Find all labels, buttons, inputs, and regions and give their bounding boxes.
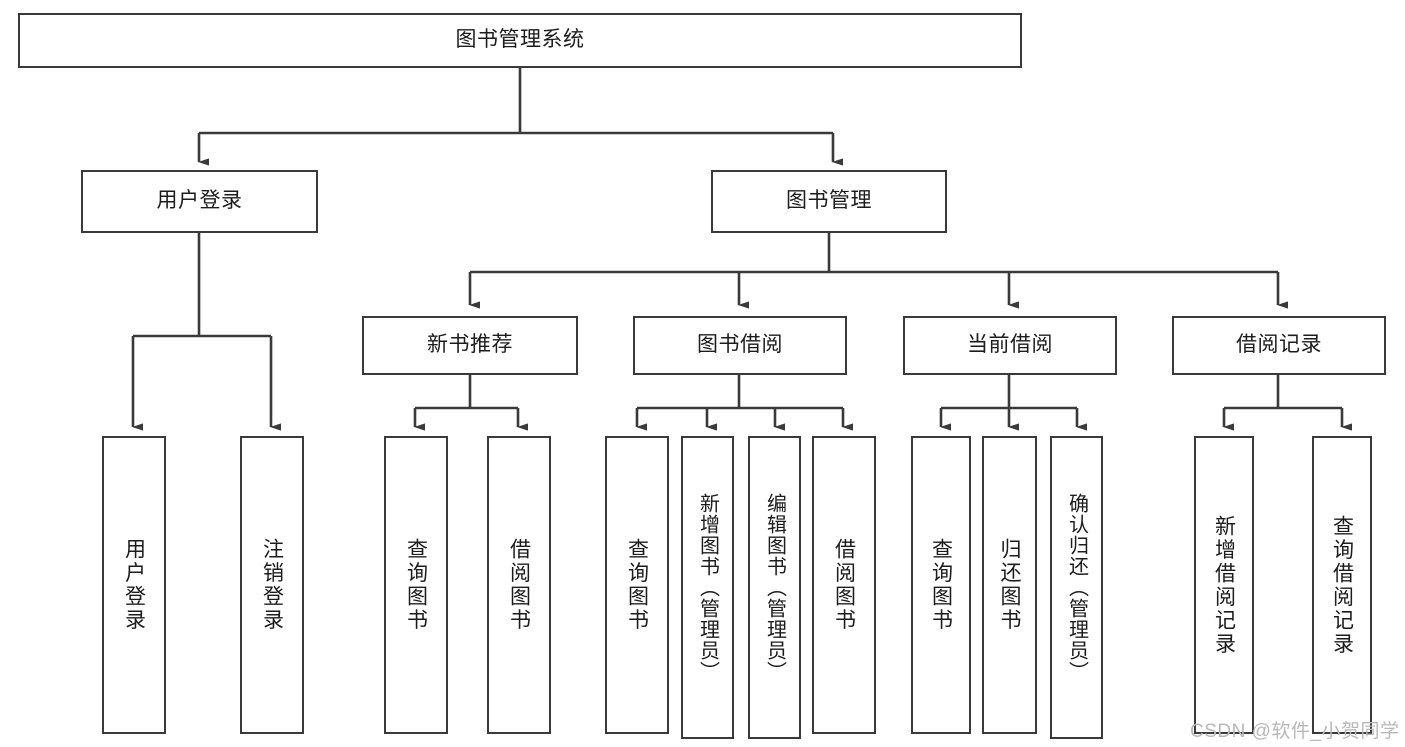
node-label: 新增图书（管理员）	[696, 493, 719, 682]
node-label: 图书管理系统	[455, 28, 585, 52]
node-new-book-recommendation[interactable]: 新书推荐	[362, 316, 578, 375]
node-leaf-confirm-return-admin[interactable]: 确认归还（管理员）	[1050, 436, 1103, 739]
node-label: 用户登录	[156, 189, 243, 213]
node-label: 查询图书	[929, 538, 953, 632]
node-label: 查询借阅记录	[1330, 514, 1354, 656]
node-label: 图书管理	[786, 189, 872, 213]
node-user-login[interactable]: 用户登录	[81, 170, 318, 233]
node-label: 归还图书	[998, 538, 1022, 632]
node-book-borrowing[interactable]: 图书借阅	[633, 316, 847, 375]
node-label: 借阅记录	[1236, 333, 1322, 357]
node-label: 确认归还（管理员）	[1065, 493, 1088, 682]
node-leaf-user-login[interactable]: 用户登录	[102, 436, 166, 734]
node-leaf-add-borrow-record[interactable]: 新增借阅记录	[1194, 436, 1254, 734]
node-label: 新增借阅记录	[1212, 514, 1236, 656]
node-label: 查询图书	[625, 538, 649, 632]
node-leaf-edit-book-admin[interactable]: 编辑图书（管理员）	[748, 436, 801, 739]
node-label: 借阅图书	[832, 538, 856, 632]
node-borrowing-records[interactable]: 借阅记录	[1172, 316, 1386, 375]
node-label: 查询图书	[404, 538, 428, 632]
node-label: 新书推荐	[427, 333, 513, 357]
node-leaf-return-book[interactable]: 归还图书	[982, 436, 1037, 734]
node-label: 用户登录	[122, 538, 146, 632]
node-leaf-borrow-book-borrow[interactable]: 借阅图书	[812, 436, 876, 734]
csdn-watermark: CSDN @软件_小贺同学	[1190, 721, 1400, 742]
node-book-management-system[interactable]: 图书管理系统	[18, 13, 1022, 68]
node-book-management[interactable]: 图书管理	[711, 170, 947, 233]
node-label: 编辑图书（管理员）	[763, 493, 786, 682]
node-label: 当前借阅	[967, 333, 1053, 357]
node-leaf-query-book-recommend[interactable]: 查询图书	[384, 436, 448, 734]
node-leaf-query-book-current[interactable]: 查询图书	[911, 436, 971, 734]
node-leaf-borrow-book-recommend[interactable]: 借阅图书	[487, 436, 551, 734]
node-leaf-add-book-admin[interactable]: 新增图书（管理员）	[681, 436, 734, 739]
node-label: 借阅图书	[507, 538, 531, 632]
node-leaf-logout[interactable]: 注销登录	[240, 436, 304, 734]
node-label: 注销登录	[260, 538, 284, 632]
node-label: 图书借阅	[697, 333, 783, 357]
node-leaf-query-borrow-record[interactable]: 查询借阅记录	[1312, 436, 1372, 734]
node-leaf-query-book-borrow[interactable]: 查询图书	[605, 436, 669, 734]
node-current-borrowing[interactable]: 当前借阅	[903, 316, 1117, 375]
